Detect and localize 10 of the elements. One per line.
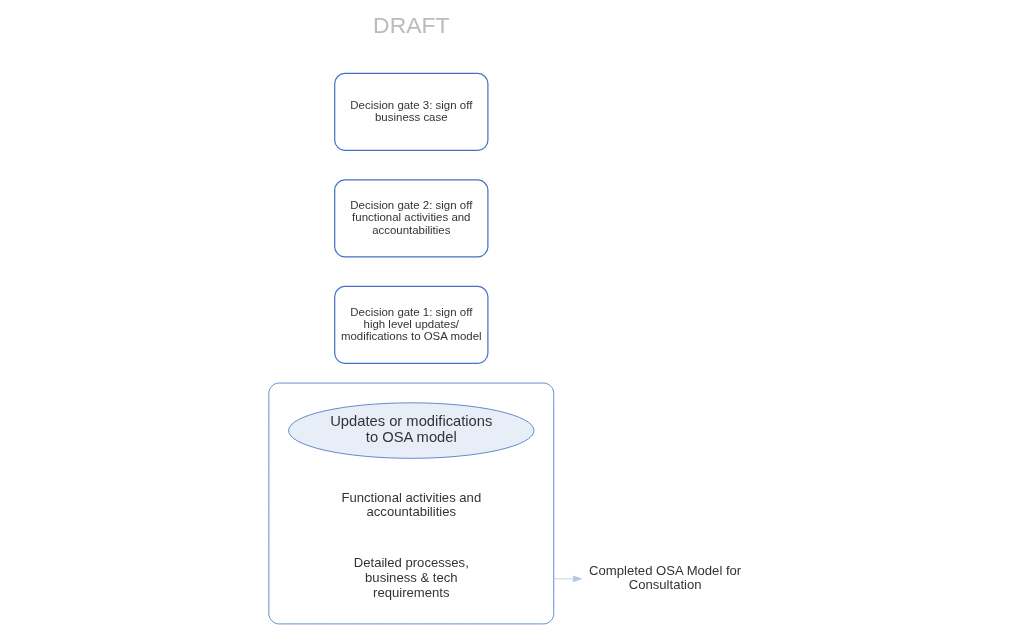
node-text: Detailed processes, business & tech requirements [353, 555, 469, 600]
node-box: Decision gate 2: sign off functional activities and accountabilities [333, 179, 488, 258]
label: DRAFT [372, 12, 449, 39]
node-text: Completed OSA Model for Consultation [588, 562, 741, 593]
cluster [267, 382, 554, 625]
node-text: Functional activities and accountabilities [340, 489, 481, 520]
node-box: Decision gate 1: sign off high level updates/ modifications to OSA model [333, 285, 488, 364]
node-ellipse: Updates or modifications to OSA model [287, 402, 534, 459]
arrow [552, 575, 582, 583]
node-box: Decision gate 3: sign off business case [333, 72, 488, 151]
